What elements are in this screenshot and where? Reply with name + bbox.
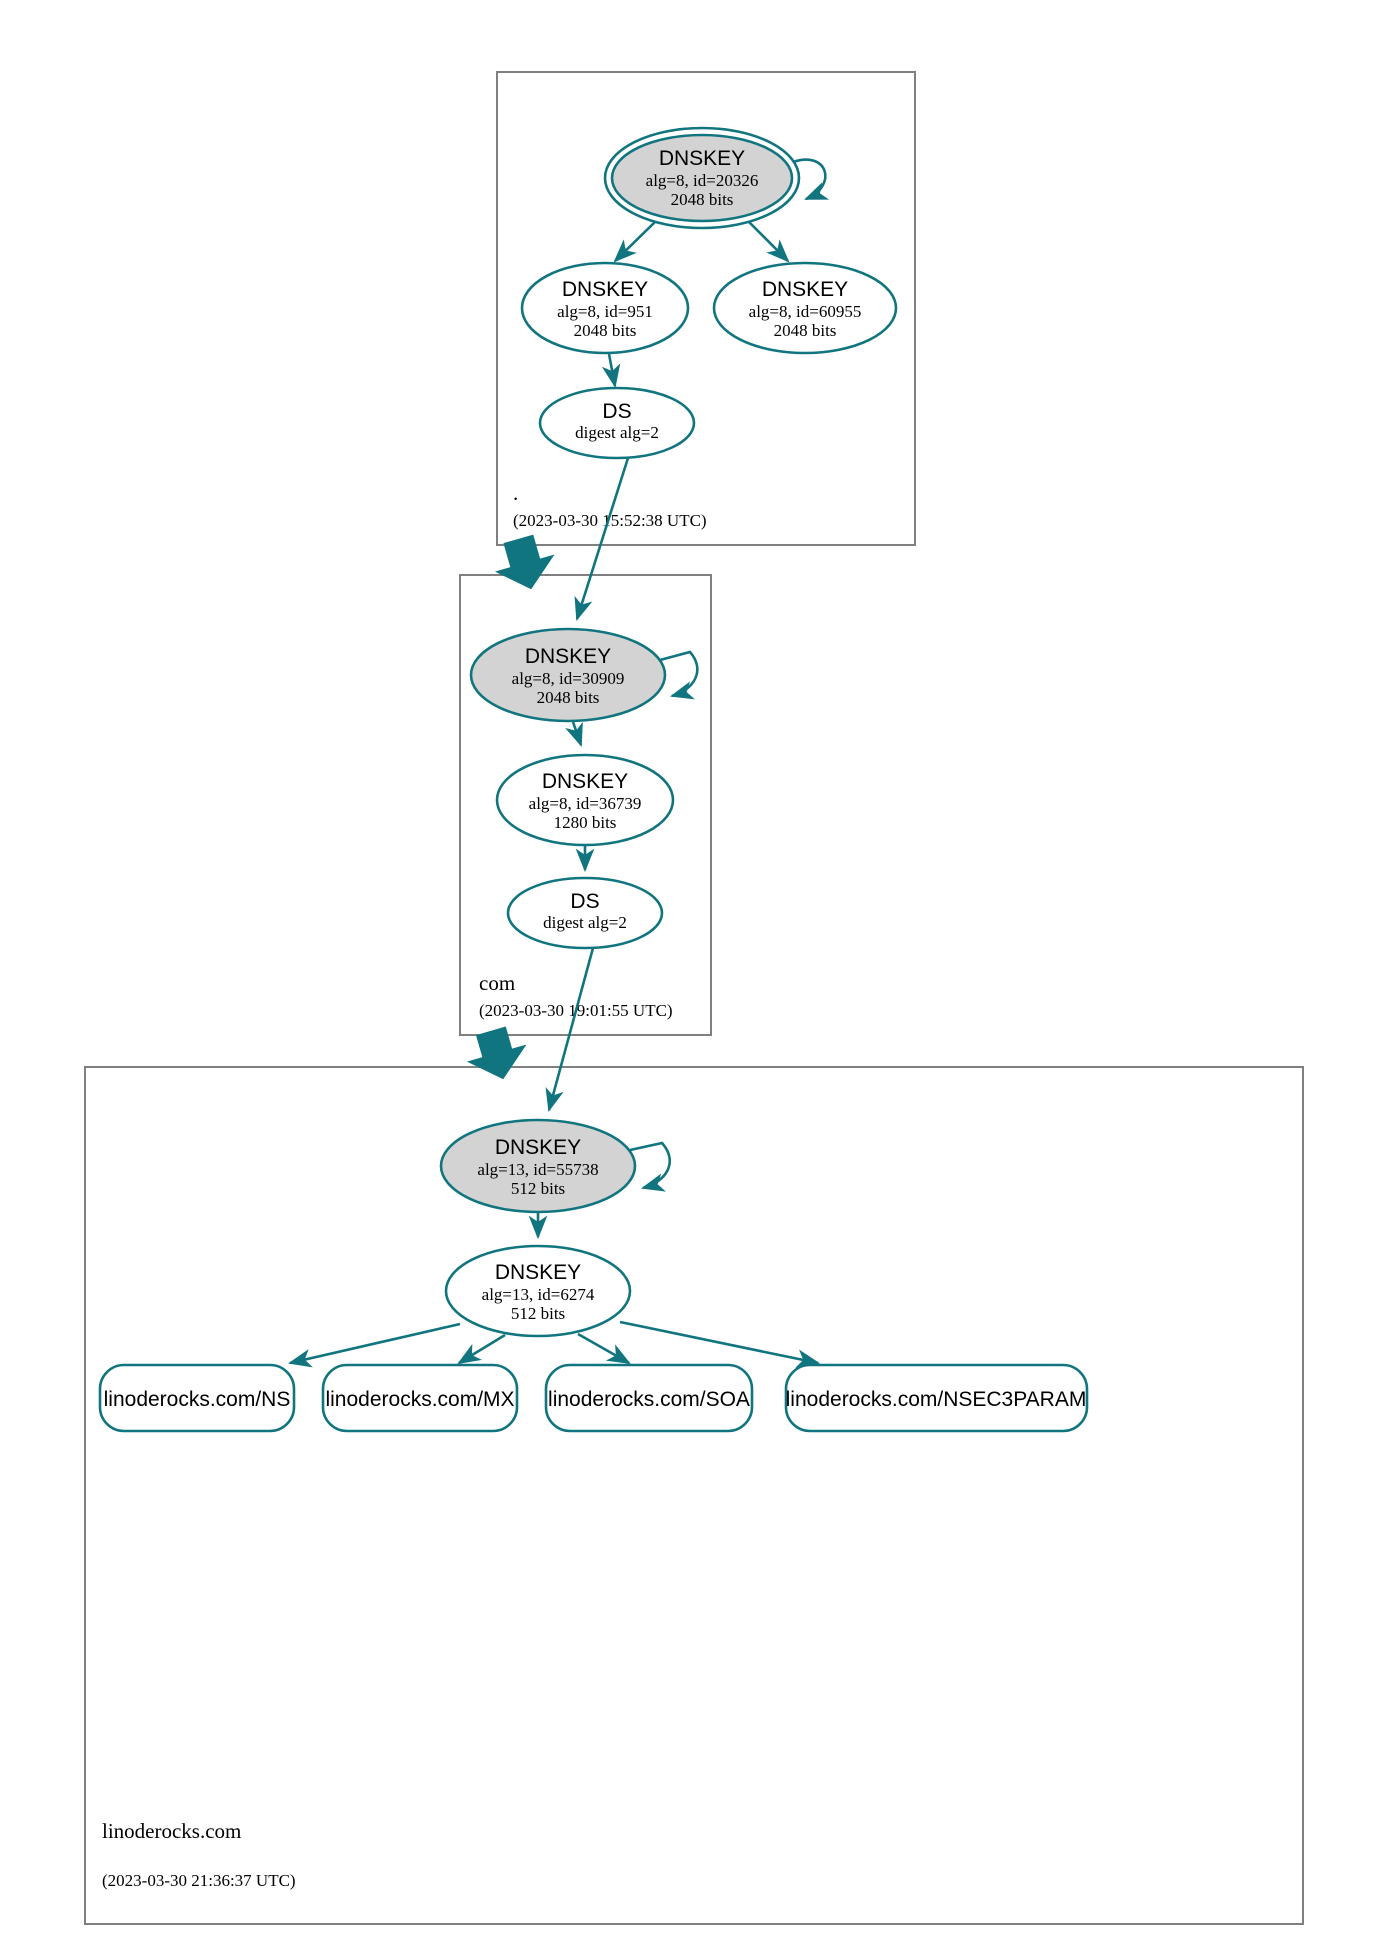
edge-com-ksk-to-zsk [565,721,583,747]
node-detail-bits: 2048 bits [574,321,637,340]
node-detail-alg-id: alg=8, id=20326 [646,171,759,190]
node-dnskey-root-zsk-951[interactable]: DNSKEY alg=8, id=951 2048 bits [520,261,690,355]
edge-zsk-to-rrset-ns [287,1322,461,1368]
node-detail-digest: digest alg=2 [543,913,627,932]
rrset-label: linoderocks.com/MX [325,1388,514,1411]
node-title: DNSKEY [495,1261,581,1284]
zone-timestamp-linoderocks: (2023-03-30 21:36:37 UTC) [102,1871,296,1890]
node-detail-alg-id: alg=8, id=951 [557,302,653,321]
trust-anchor-outer-ring [603,126,801,230]
rrset-node-ns[interactable]: linoderocks.com/NS [98,1363,296,1433]
edge-zsk-to-rrset-mx [457,1333,506,1365]
node-dnskey-linoderocks-ksk[interactable]: DNSKEY alg=13, id=55738 512 bits [439,1118,672,1214]
node-dnskey-com-zsk[interactable]: DNSKEY alg=8, id=36739 1280 bits [495,753,675,847]
edge-root-ksk-to-zsk60955 [748,221,790,263]
self-signature-loop [792,158,830,201]
edge-zsk-to-rrset-soa [577,1332,631,1365]
node-title: DNSKEY [525,645,611,668]
rrset-node-nsec3param[interactable]: linoderocks.com/NSEC3PARAM [784,1363,1089,1433]
edge-root-ds-to-com-ksk [574,457,630,621]
node-title: DNSKEY [562,278,648,301]
node-ds-root[interactable]: DS digest alg=2 [538,386,696,460]
node-dnskey-root-zsk-60955[interactable]: DNSKEY alg=8, id=60955 2048 bits [712,261,898,355]
node-detail-bits: 512 bits [511,1179,565,1198]
delegation-arrow-root-to-com [494,534,555,590]
node-detail-bits: 2048 bits [537,688,600,707]
delegation-arrow-com-to-linoderocks [466,1026,527,1080]
edge-zsk-to-rrset-nsec3param [619,1320,821,1368]
zone-label-linoderocks: linoderocks.com [102,1819,241,1843]
zone-timestamp-root: (2023-03-30 15:52:38 UTC) [513,511,707,530]
zone-label-root: . [513,481,518,505]
node-detail-alg-id: alg=13, id=6274 [482,1285,595,1304]
node-detail-bits: 2048 bits [774,321,837,340]
edge-com-ds-to-linoderocks-ksk [545,947,595,1113]
node-title: DS [570,890,599,913]
rrset-label: linoderocks.com/SOA [548,1388,750,1411]
edge-root-ksk-to-zsk951 [613,221,656,263]
node-dnskey-linoderocks-zsk[interactable]: DNSKEY alg=13, id=6274 512 bits [444,1244,632,1338]
node-detail-digest: digest alg=2 [575,423,659,442]
rrset-label: linoderocks.com/NSEC3PARAM [786,1388,1087,1411]
rrset-node-mx[interactable]: linoderocks.com/MX [321,1363,519,1433]
node-title: DNSKEY [495,1136,581,1159]
node-detail-bits: 2048 bits [671,190,734,209]
node-title: DS [602,400,631,423]
node-ds-com[interactable]: DS digest alg=2 [506,876,664,950]
zone-box-linoderocks [84,1066,1304,1925]
node-dnskey-com-ksk[interactable]: DNSKEY alg=8, id=30909 2048 bits [469,627,699,723]
node-title: DNSKEY [659,147,745,170]
rrset-node-soa[interactable]: linoderocks.com/SOA [544,1363,754,1433]
node-detail-alg-id: alg=8, id=36739 [529,794,642,813]
node-title: DNSKEY [542,770,628,793]
node-detail-alg-id: alg=8, id=60955 [749,302,862,321]
edge-root-zsk951-to-ds [601,353,621,389]
node-detail-alg-id: alg=13, id=55738 [477,1160,598,1179]
node-detail-bits: 512 bits [511,1304,565,1323]
zone-label-com: com [479,971,515,995]
self-signature-loop [659,650,699,700]
node-detail-bits: 1280 bits [554,813,617,832]
node-detail-alg-id: alg=8, id=30909 [512,669,625,688]
node-title: DNSKEY [762,278,848,301]
rrset-label: linoderocks.com/NS [104,1388,291,1411]
node-dnskey-root-ksk[interactable]: DNSKEY alg=8, id=20326 2048 bits [603,126,830,230]
self-signature-loop [629,1141,672,1192]
